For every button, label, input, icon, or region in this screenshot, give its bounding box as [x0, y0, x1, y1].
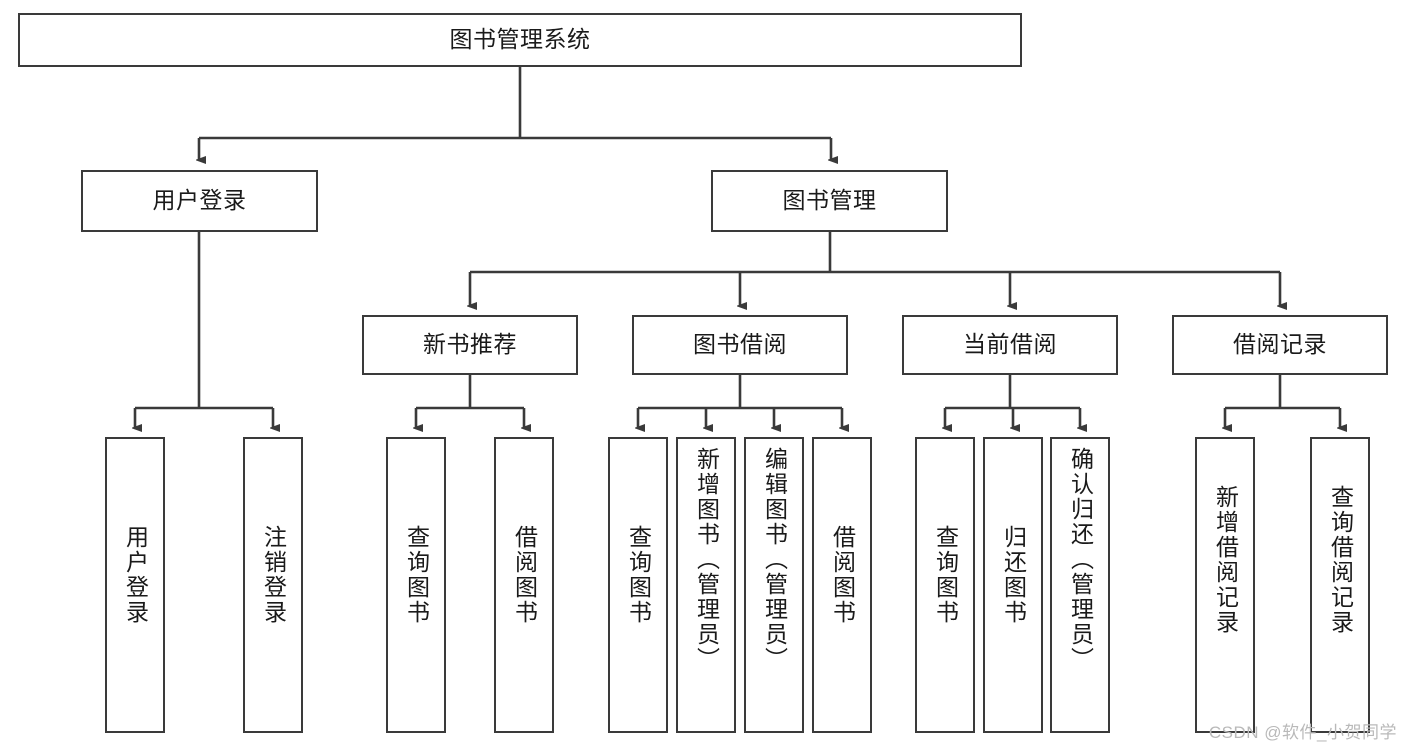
node-leaf-add-record-label: 新增借阅记录: [1212, 485, 1239, 635]
node-user-login[interactable]: 用户登录: [81, 170, 318, 232]
node-leaf-add-book[interactable]: 新增图书（管理员）: [676, 437, 736, 733]
node-current-borrow-label: 当前借阅: [963, 331, 1057, 358]
node-user-login-label: 用户登录: [152, 187, 247, 214]
watermark: CSDN @软件_小贺同学: [1208, 723, 1397, 742]
node-new-book-recommend[interactable]: 新书推荐: [362, 315, 578, 375]
node-leaf-return-book-label: 归还图书: [1000, 525, 1027, 625]
node-leaf-user-login-label: 用户登录: [122, 525, 149, 625]
node-book-manage-label: 图书管理: [782, 187, 877, 214]
node-leaf-edit-book[interactable]: 编辑图书（管理员）: [744, 437, 804, 733]
node-leaf-query-book-3[interactable]: 查询图书: [915, 437, 975, 733]
node-leaf-query-book-3-label: 查询图书: [932, 525, 959, 625]
node-root[interactable]: 图书管理系统: [18, 13, 1022, 67]
node-root-label: 图书管理系统: [449, 26, 591, 53]
node-borrow-record-label: 借阅记录: [1233, 331, 1327, 358]
node-leaf-return-book[interactable]: 归还图书: [983, 437, 1043, 733]
node-current-borrow[interactable]: 当前借阅: [902, 315, 1118, 375]
node-leaf-borrow-book-2-label: 借阅图书: [829, 525, 856, 625]
node-leaf-add-book-label: 新增图书（管理员）: [693, 447, 720, 672]
node-book-borrow[interactable]: 图书借阅: [632, 315, 848, 375]
node-leaf-query-record[interactable]: 查询借阅记录: [1310, 437, 1370, 733]
node-leaf-query-book-1-label: 查询图书: [403, 525, 430, 625]
node-leaf-borrow-book-1[interactable]: 借阅图书: [494, 437, 554, 733]
node-leaf-query-book-2[interactable]: 查询图书: [608, 437, 668, 733]
node-leaf-logout-login[interactable]: 注销登录: [243, 437, 303, 733]
node-leaf-user-login[interactable]: 用户登录: [105, 437, 165, 733]
node-leaf-query-book-2-label: 查询图书: [625, 525, 652, 625]
node-book-borrow-label: 图书借阅: [693, 331, 787, 358]
node-leaf-query-record-label: 查询借阅记录: [1327, 485, 1354, 635]
node-borrow-record[interactable]: 借阅记录: [1172, 315, 1388, 375]
node-leaf-add-record[interactable]: 新增借阅记录: [1195, 437, 1255, 733]
node-leaf-borrow-book-1-label: 借阅图书: [511, 525, 538, 625]
node-leaf-borrow-book-2[interactable]: 借阅图书: [812, 437, 872, 733]
node-leaf-logout-login-label: 注销登录: [260, 525, 287, 625]
node-book-manage[interactable]: 图书管理: [711, 170, 948, 232]
node-leaf-edit-book-label: 编辑图书（管理员）: [761, 447, 788, 672]
node-leaf-confirm-return-label: 确认归还（管理员）: [1067, 447, 1094, 672]
node-leaf-query-book-1[interactable]: 查询图书: [386, 437, 446, 733]
node-new-book-recommend-label: 新书推荐: [423, 331, 517, 358]
node-leaf-confirm-return[interactable]: 确认归还（管理员）: [1050, 437, 1110, 733]
